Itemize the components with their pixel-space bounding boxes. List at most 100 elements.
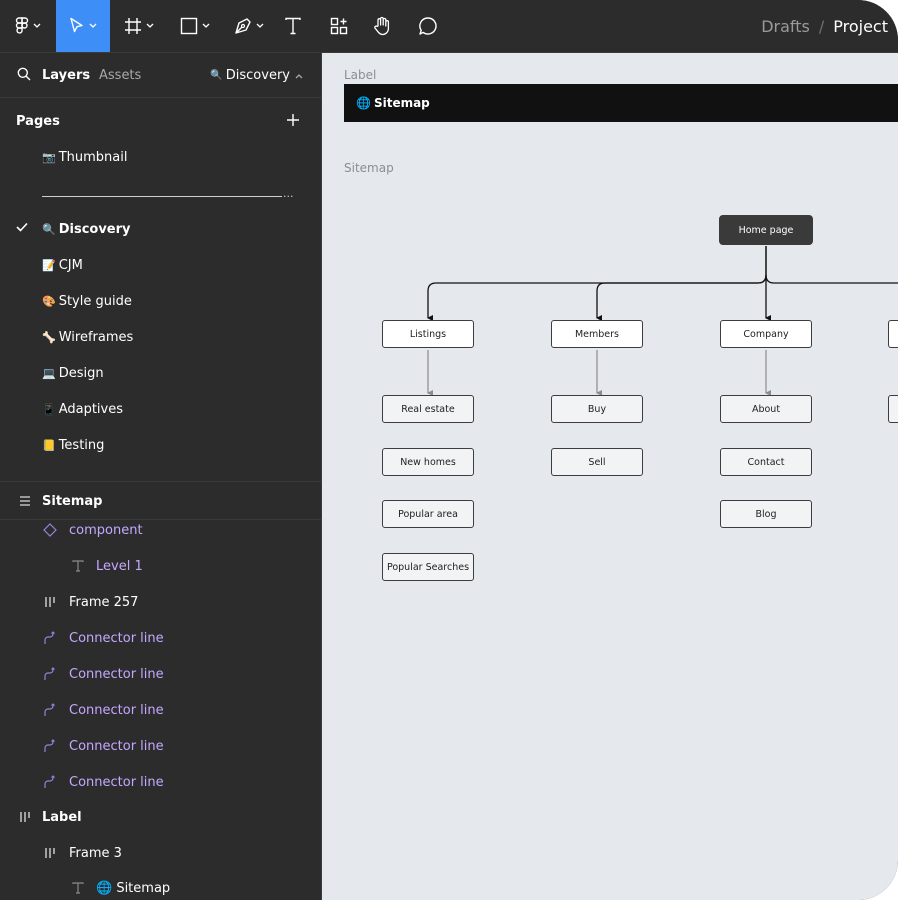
connector-lines (427, 246, 898, 396)
camera-icon: 📷 (42, 150, 56, 164)
frame-icon (125, 18, 141, 34)
layer-label: component (69, 522, 143, 538)
layer-frame-257[interactable]: Frame 257 (45, 592, 139, 612)
frame-tool-button[interactable] (114, 0, 164, 52)
sitemap-node-cutoff-child[interactable] (888, 395, 898, 423)
chevron-down-icon (202, 23, 210, 28)
layer-label: Frame 3 (69, 845, 122, 861)
sitemap-node-new-homes[interactable]: New homes (382, 448, 474, 476)
sitemap-node-cutoff[interactable] (888, 320, 898, 348)
page-label: Discovery (58, 221, 131, 237)
chevron-up-icon (295, 73, 303, 78)
sitemap-node-popular-searches[interactable]: Popular Searches (382, 553, 474, 581)
shape-tool-button[interactable] (170, 0, 220, 52)
cursor-icon (70, 17, 83, 33)
frame-layer-icon (42, 845, 58, 861)
tab-layers[interactable]: Layers (42, 68, 91, 83)
layer-label: Level 1 (96, 558, 143, 574)
layer-frame-3[interactable]: Frame 3 (45, 843, 122, 863)
sitemap-node-home[interactable]: Home page (719, 215, 813, 245)
sitemap-node-company[interactable]: Company (720, 320, 812, 348)
page-item-style-guide[interactable]: 🎨 Style guide (42, 291, 132, 311)
component-icon (42, 522, 58, 538)
chevron-down-icon (146, 23, 154, 28)
layer-connector-line-3[interactable]: Connector line (44, 700, 164, 720)
page-label: Adaptives (58, 401, 124, 417)
layer-label: Frame 257 (69, 594, 139, 610)
move-tool-button[interactable] (56, 0, 110, 52)
layer-label-frame[interactable]: Label (20, 807, 82, 827)
sitemap-node-contact[interactable]: Contact (720, 448, 812, 476)
label-frame[interactable]: 🌐 Sitemap (344, 84, 898, 122)
layer-sitemap-text[interactable]: 🌐 Sitemap (72, 878, 171, 898)
toolbar: Drafts / Project (0, 0, 898, 53)
layer-level-1[interactable]: Level 1 (72, 556, 143, 576)
layer-sitemap-section[interactable]: Sitemap (20, 491, 102, 511)
breadcrumb-project[interactable]: Project (833, 16, 888, 36)
memo-icon: 📝 (42, 258, 56, 272)
breadcrumb-folder[interactable]: Drafts (761, 16, 810, 36)
bone-icon: 🦴 (42, 330, 56, 344)
sitemap-node-real-estate[interactable]: Real estate (382, 395, 474, 423)
frame-caption-label[interactable]: Label (344, 68, 377, 82)
sitemap-node-blog[interactable]: Blog (720, 500, 812, 528)
plus-icon[interactable] (286, 113, 300, 127)
pen-tool-button[interactable] (224, 0, 274, 52)
page-item-wireframes[interactable]: 🦴 Wireframes (42, 327, 133, 347)
layer-label: 🌐 Sitemap (96, 880, 171, 896)
page-label: Wireframes (58, 329, 134, 345)
sitemap-node-members[interactable]: Members (551, 320, 643, 348)
pen-icon (235, 18, 251, 34)
page-divider (42, 196, 282, 197)
sitemap-node-popular-area[interactable]: Popular area (382, 500, 474, 528)
sitemap-node-about[interactable]: About (720, 395, 812, 423)
text-icon (70, 880, 86, 896)
page-item-cjm[interactable]: 📝 CJM (42, 255, 83, 275)
sitemap-node-sell[interactable]: Sell (551, 448, 643, 476)
layers-sidebar: Layers Assets 🔍 Discovery Pages 📷 Thumbn… (0, 53, 322, 900)
layer-label: Connector line (69, 774, 164, 790)
layer-connector-line-4[interactable]: Connector line (44, 736, 164, 756)
layer-connector-line-2[interactable]: Connector line (44, 664, 164, 684)
frame-layer-icon (17, 809, 33, 825)
sitemap-node-listings[interactable]: Listings (382, 320, 474, 348)
rectangle-icon (180, 17, 198, 35)
tab-assets[interactable]: Assets (99, 68, 142, 83)
layer-label: Connector line (69, 702, 164, 718)
layer-header-separator (0, 519, 321, 520)
text-tool-button[interactable] (278, 0, 308, 52)
hand-tool-button[interactable] (366, 0, 398, 52)
pages-title: Pages (16, 114, 60, 129)
connector-icon (42, 738, 58, 754)
palette-icon: 🎨 (42, 294, 56, 308)
layer-label: Connector line (69, 630, 164, 646)
layer-label: Connector line (69, 666, 164, 682)
page-item-adaptives[interactable]: 📱 Adaptives (42, 399, 123, 419)
layer-connector-line-5[interactable]: Connector line (44, 772, 164, 792)
sitemap-node-buy[interactable]: Buy (551, 395, 643, 423)
connector-icon (42, 666, 58, 682)
main-menu-button[interactable] (0, 0, 56, 52)
layer-component[interactable]: component (43, 520, 143, 540)
frame-caption-sitemap[interactable]: Sitemap (344, 161, 394, 175)
page-item-thumbnail[interactable]: 📷 Thumbnail (42, 147, 127, 167)
search-icon[interactable] (17, 67, 31, 81)
comment-tool-button[interactable] (412, 0, 444, 52)
page-selector[interactable]: 🔍 Discovery (210, 68, 303, 83)
connector-icon (42, 702, 58, 718)
notebook-icon: 📒 (42, 438, 56, 452)
layer-connector-line-1[interactable]: Connector line (44, 628, 164, 648)
breadcrumb-separator: / (818, 16, 825, 36)
connector-icon (42, 774, 58, 790)
components-icon (330, 17, 348, 35)
frame-layer-icon (42, 594, 58, 610)
resources-tool-button[interactable] (324, 0, 354, 52)
page-item-testing[interactable]: 📒 Testing (42, 435, 104, 455)
page-item-design[interactable]: 💻 Design (42, 363, 104, 383)
chevron-down-icon (256, 23, 264, 28)
design-canvas[interactable]: Label 🌐 Sitemap Sitemap (322, 53, 898, 900)
check-icon (16, 222, 28, 232)
layer-label: Connector line (69, 738, 164, 754)
page-item-discovery[interactable]: 🔍 Discovery (42, 219, 131, 239)
figma-logo-icon (15, 17, 29, 34)
